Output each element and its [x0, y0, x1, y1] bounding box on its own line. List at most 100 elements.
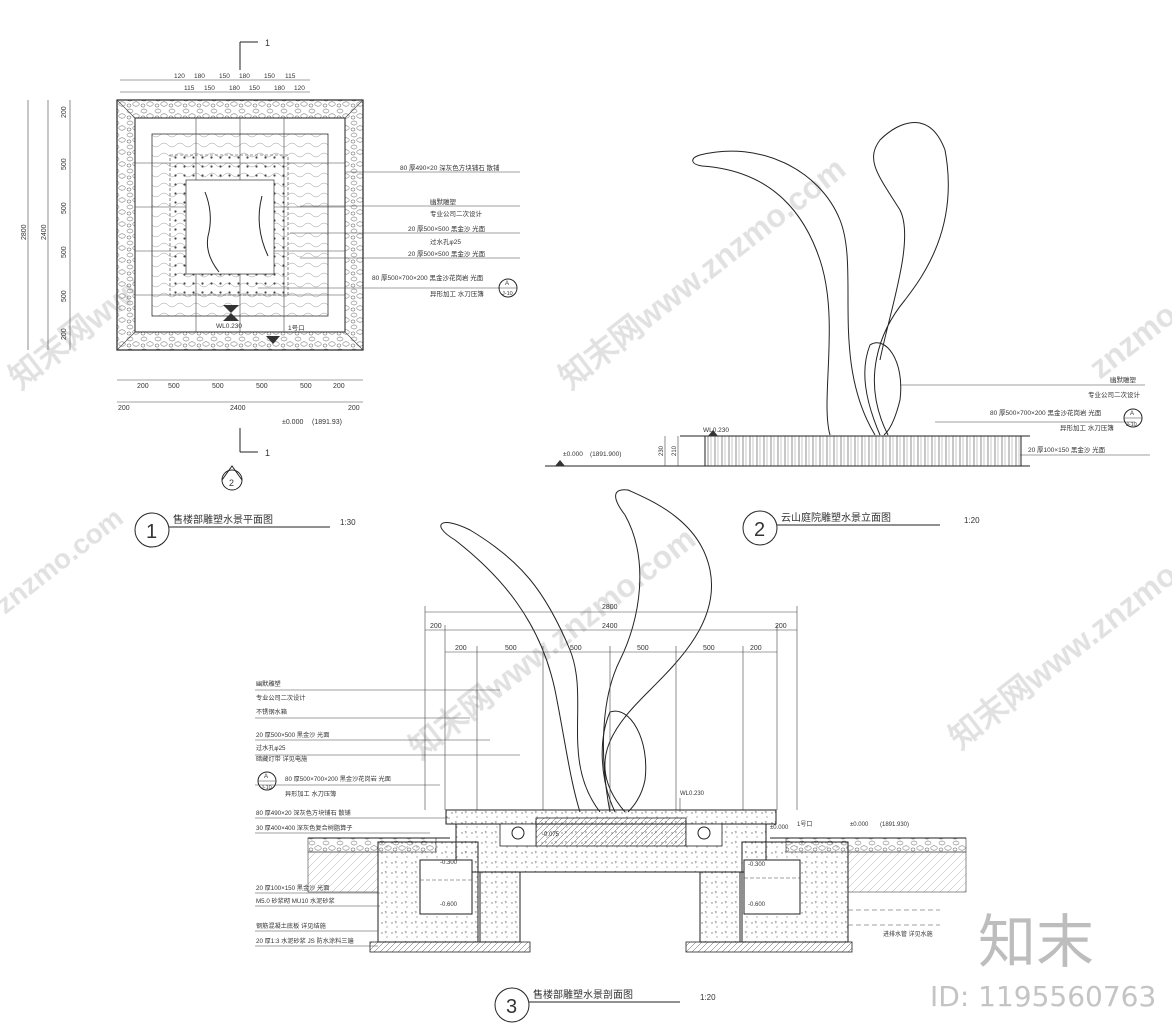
section-tank-right [743, 859, 801, 915]
section-dim-r3-2: 500 [570, 645, 582, 652]
section-callout-5: 暗藏灯带 详见电施 [256, 755, 307, 763]
elevation-level-abs: (1891.900) [590, 451, 621, 458]
plan-dim-bottom-2: 500 [212, 383, 224, 390]
section-dim-r2-1: 2400 [602, 623, 618, 630]
plan-title: 售楼部雕塑水景平面图 [173, 513, 273, 526]
section-title: 售楼部雕塑水景剖面图 [533, 988, 633, 1001]
section-leaf-small [601, 710, 647, 813]
elevation-view: WL0.230 ±0.000 (1891.900) 230 210 幽默雕塑 专… [545, 122, 1150, 546]
section-level-right: ±0.000 [850, 822, 869, 828]
elevation-callout-1: 专业公司二次设计 [1088, 390, 1141, 399]
dim-top-r1-1: 180 [194, 73, 205, 80]
plan-level-abs: (1891.93) [312, 419, 342, 426]
elevation-scale: 1:20 [964, 516, 980, 525]
section-dim-r2-0: 200 [430, 623, 442, 630]
elevation-dim-0: 230 [659, 445, 665, 456]
plan-callout-5: 20 厚500×500 黑金沙 光面 [408, 249, 486, 258]
sculpture-leaf-small [864, 342, 902, 436]
section-mark-top: 1 [265, 38, 270, 48]
plan-scale: 1:30 [340, 518, 356, 527]
section-callout-3: 20 厚500×500 黑金沙 光面 [256, 731, 329, 739]
dim-top-r1-0: 120 [174, 73, 185, 80]
plan-center-plate [185, 179, 275, 275]
section-title-bubble [494, 987, 530, 1023]
section-dim-r2-2: 200 [775, 623, 787, 630]
watermark-text: znzmo.com [0, 501, 129, 619]
dim-top-r2-1: 150 [204, 85, 215, 92]
section-callout-11: M5.0 砂浆砌 MU10 水泥砂浆 [256, 897, 335, 905]
plan-detail-ref-bottom: J-10 [502, 291, 513, 297]
plan-drain: 1号口 [288, 324, 305, 332]
plan-title-num: 1 [146, 521, 157, 543]
brand-id-text: ID: 1195560763 [930, 980, 1156, 1013]
section-callout-8: 80 厚490×20 深灰色方块铺石 散铺 [256, 809, 351, 817]
section-level-right-abs: (1891.930) [880, 822, 909, 828]
plan-dim-bottom2-1: 2400 [230, 405, 246, 412]
plan-callout-7: 异形加工 水刀压簿 [430, 289, 484, 298]
plan-title-bubble [134, 512, 170, 548]
sculpture-leaf-left [692, 150, 876, 436]
section-leaf-right [602, 489, 712, 813]
section-callout-6: 80 厚500×700×200 黑金沙花岗岩 光面 [285, 775, 391, 783]
section-dim-r3-0: 200 [455, 645, 467, 652]
plan-dim-bottom-0: 200 [137, 383, 149, 390]
plan-dim-left-5: 500 [61, 290, 68, 302]
section-detail-ref-bottom: J-10 [261, 785, 272, 791]
elevation-basin [704, 435, 1022, 467]
plan-view: 1 120 180 150 180 150 115 115 150 180 15… [21, 38, 520, 548]
plan-dim-bottom2-0: 200 [118, 405, 130, 412]
plan-section-ref: 2 [229, 478, 234, 488]
watermark-text: 知末网www.znzmo.com [552, 150, 852, 395]
section-title-num: 3 [506, 996, 517, 1018]
elevation-detail-ref-top: A [1130, 411, 1134, 417]
elevation-title: 云山庭院雕塑水景立面图 [781, 511, 891, 524]
plan-dim-left-4: 500 [61, 246, 68, 258]
dim-top-r1-3: 180 [239, 73, 250, 80]
elevation-detail-ref-bottom: J-10 [1126, 422, 1137, 428]
dim-top-r1-2: 150 [219, 73, 230, 80]
dim-top-r2-0: 115 [184, 85, 195, 92]
section-callout-2: 不锈钢水箱 [256, 708, 287, 716]
plan-dim-left-7: 200 [61, 328, 68, 340]
dim-top-r2-5: 120 [294, 85, 305, 92]
elevation-title-bubble [742, 510, 778, 546]
plan-dim-bottom-3: 500 [256, 383, 268, 390]
section-tank-left [419, 859, 473, 915]
watermark-text: 知末网www.znzmo.com [942, 510, 1172, 755]
section-callout-4: 过水孔φ25 [256, 744, 286, 752]
plan-dim-left-0: 200 [61, 106, 68, 118]
elevation-callout-2: 80 厚500×700×200 黑金沙花岗岩 光面 [990, 408, 1102, 417]
section-level-low-1: -0.600 [440, 902, 458, 908]
section-level-low-0: -0.300 [440, 860, 458, 866]
elevation-callout-4: 20 厚100×150 黑金沙 光面 [1028, 445, 1106, 454]
section-dim-r3-5: 200 [750, 645, 762, 652]
section-callout-12: 钢筋混凝土底板 详见结施 [256, 922, 326, 930]
section-callout-7: 异形加工 水刀压簿 [285, 790, 336, 798]
dim-top-r2-4: 180 [274, 85, 285, 92]
sculpture-leaf-right [873, 122, 949, 436]
section-view: 2800 200 2400 200 200 500 500 500 500 20… [255, 489, 967, 1023]
dim-top-r2-3: 150 [249, 85, 260, 92]
section-level-low-2: -0.300 [748, 862, 766, 868]
elevation-callout-3: 异形加工 水刀压簿 [1060, 423, 1114, 432]
section-inner-level: -0.075 [542, 832, 560, 838]
section-level-low-3: -0.600 [748, 902, 766, 908]
elevation-callout-0: 幽默雕塑 [1110, 375, 1137, 384]
plan-detail-ref-top: A [505, 281, 509, 287]
dim-top-r1-5: 115 [285, 73, 296, 80]
elevation-title-num: 2 [754, 519, 765, 541]
section-callout-0: 幽默雕塑 [256, 680, 281, 688]
section-dim-r3-3: 500 [637, 645, 649, 652]
plan-level: ±0.000 [282, 419, 303, 426]
plan-drain-marker [266, 336, 280, 344]
plan-callout-2: 专业公司二次设计 [430, 209, 483, 218]
dim-top-r1-4: 150 [264, 73, 275, 80]
section-dim-r3-1: 500 [505, 645, 517, 652]
plan-callout-1: 幽默雕塑 [430, 197, 457, 206]
elevation-water-level: WL0.230 [703, 427, 729, 434]
plan-callout-6: 80 厚500×700×200 黑金沙花岗岩 光面 [372, 273, 484, 282]
plan-dim-left-3: 500 [61, 202, 68, 214]
plan-dim-outer: 2800 [21, 224, 28, 240]
plan-dim-bottom-4: 500 [300, 383, 312, 390]
